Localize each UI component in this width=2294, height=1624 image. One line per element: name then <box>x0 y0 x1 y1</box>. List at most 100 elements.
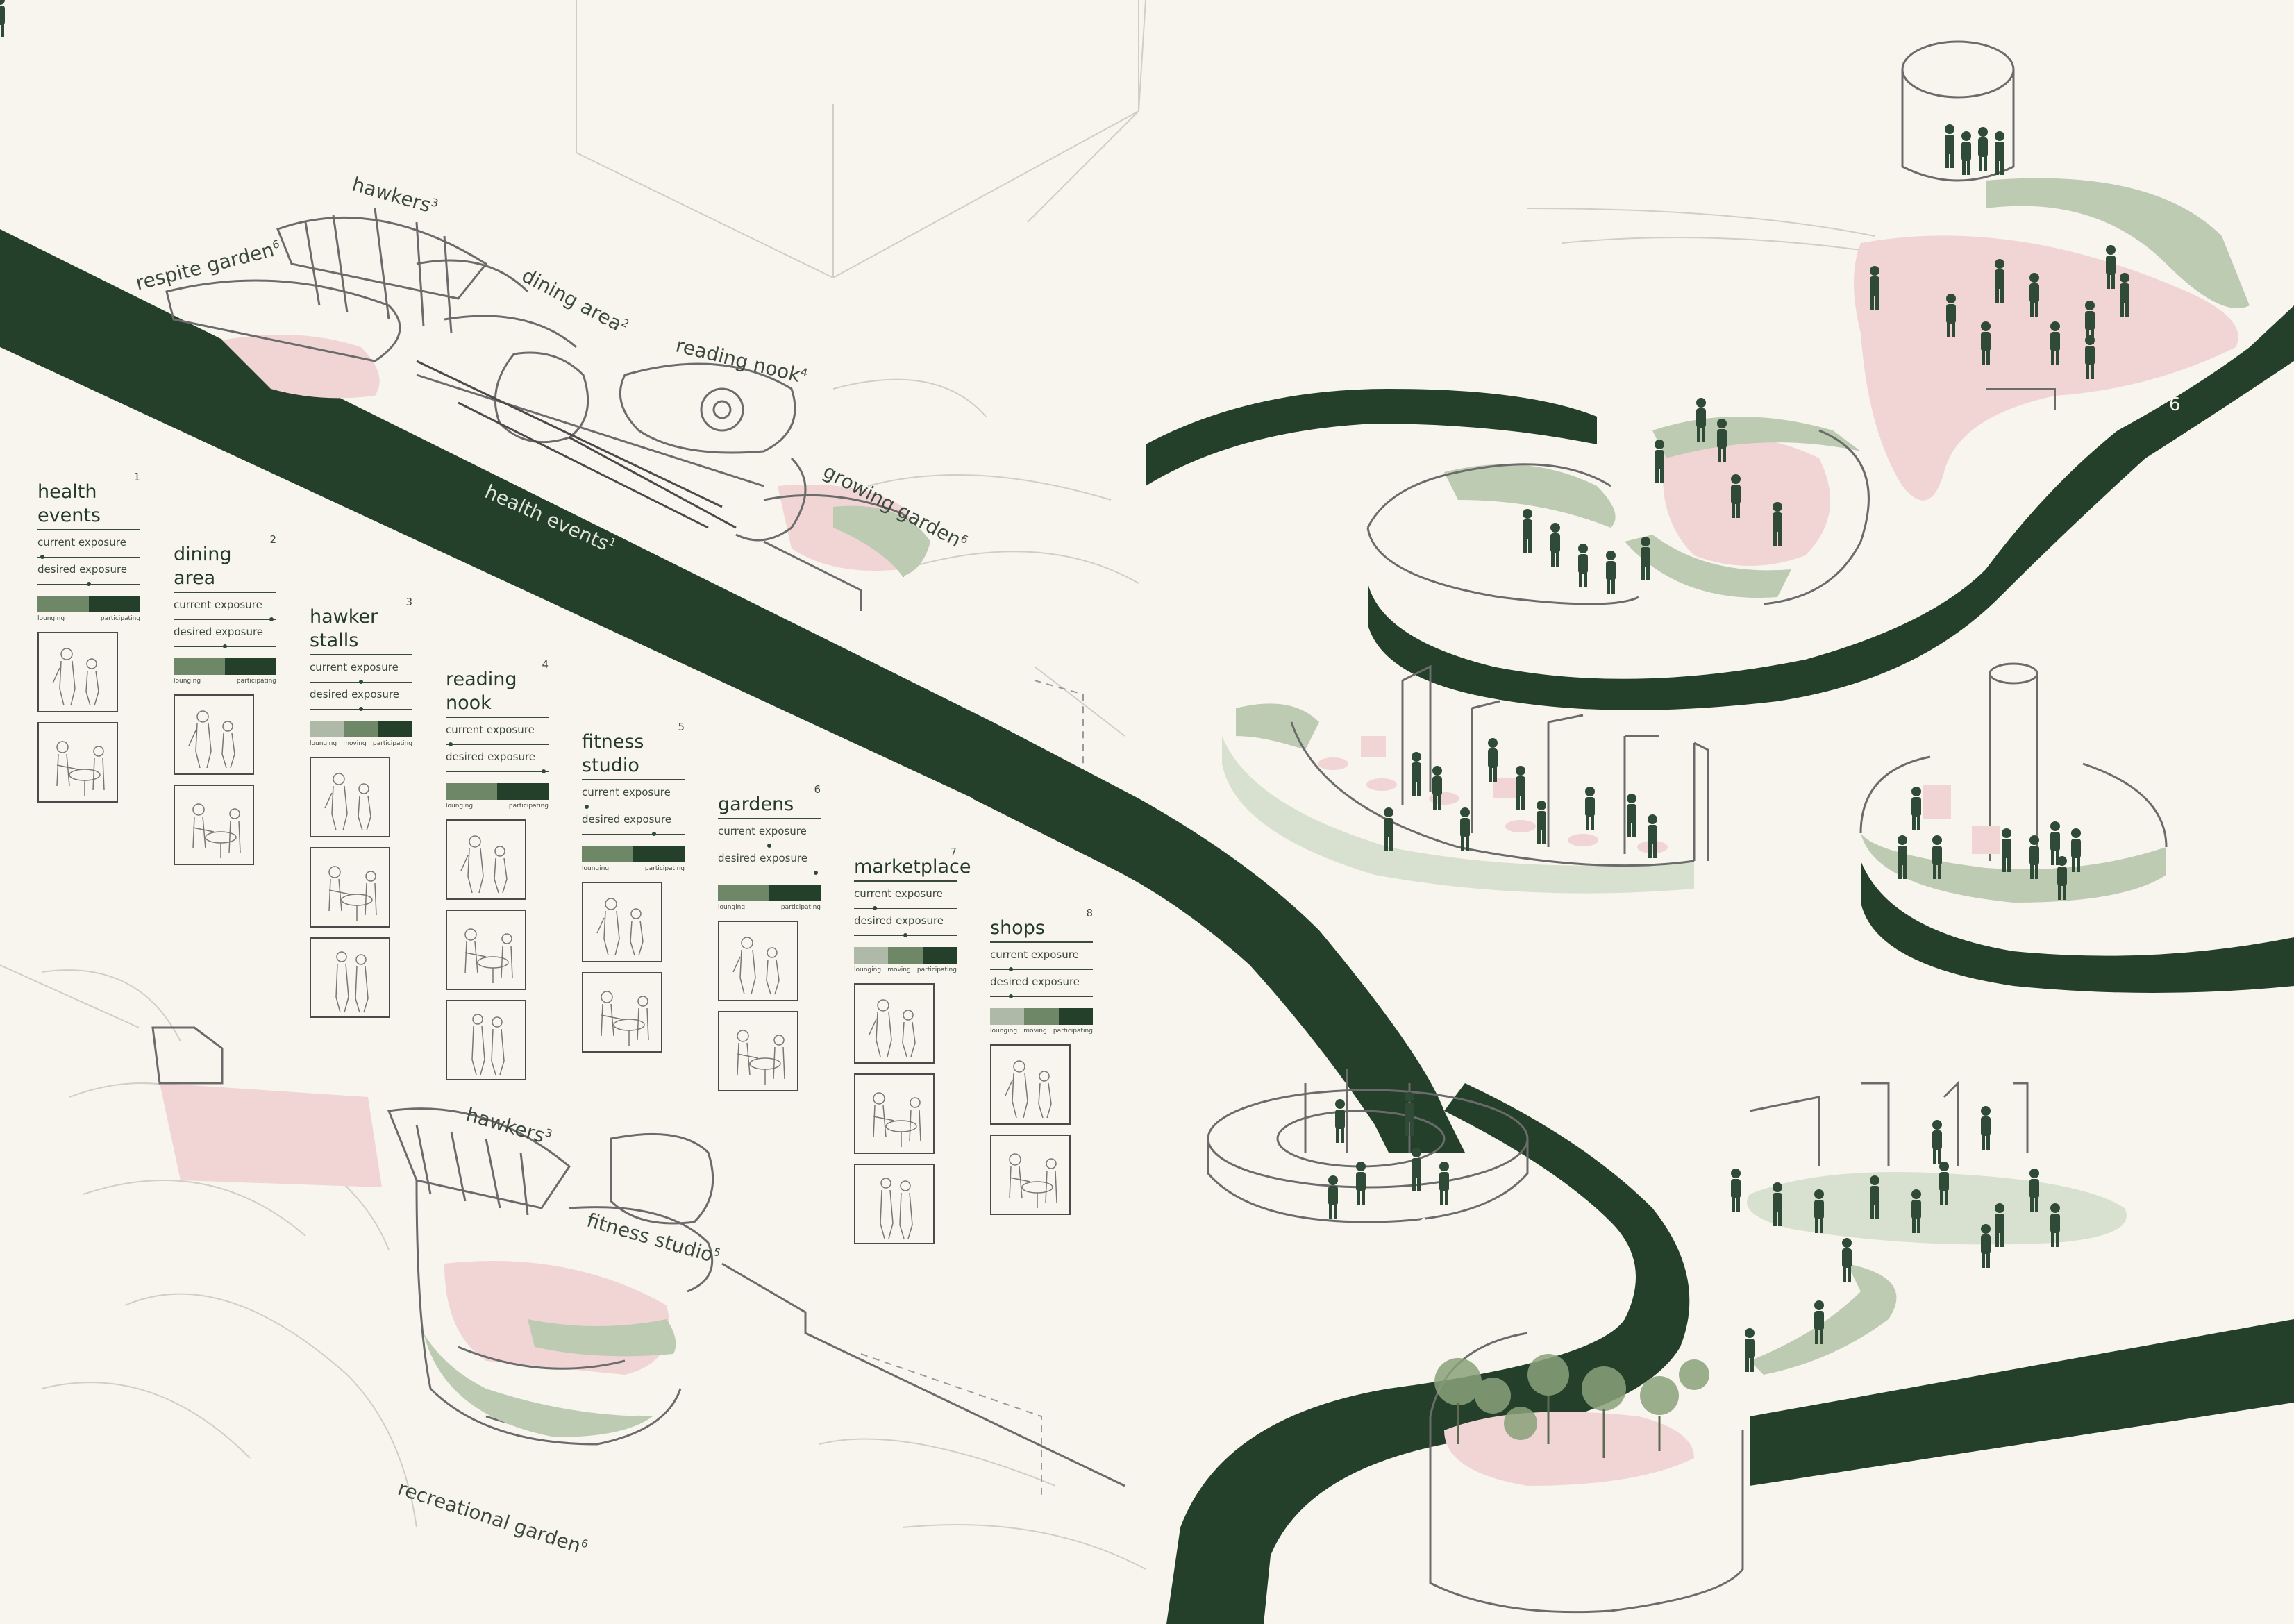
vignette-sketch <box>174 694 254 775</box>
vignette-sketch <box>854 1164 935 1244</box>
exposure-card-health-events: 1 health events current exposure desired… <box>37 471 140 803</box>
exposure-card-gardens: 6 gardens current exposure desired expos… <box>718 783 821 1091</box>
activity-legend-labels: lounging participating <box>718 904 821 911</box>
legend-label: moving <box>343 740 367 747</box>
desired-exposure-label: desired exposure <box>310 688 400 701</box>
desired-exposure-slider <box>718 866 821 875</box>
legend-label: lounging <box>310 740 337 747</box>
current-exposure-label: current exposure <box>446 723 535 736</box>
card-title: dining area <box>174 543 276 593</box>
activity-legend-bar <box>854 947 957 964</box>
activity-legend-labels: lounging moving participating <box>310 740 412 747</box>
vignette-sketch <box>582 882 662 962</box>
legend-label: lounging <box>37 615 65 622</box>
legend-label: lounging <box>174 678 201 685</box>
vignette-sketch <box>854 1073 935 1154</box>
card-number: 7 <box>950 846 957 858</box>
activity-legend-labels: lounging participating <box>174 678 276 685</box>
card-number: 4 <box>542 658 549 671</box>
current-exposure-label: current exposure <box>854 887 943 900</box>
exposure-card-fitness-studio: 5 fitness studio current exposure desire… <box>582 721 685 1053</box>
current-exposure-label: current exposure <box>174 598 262 611</box>
activity-legend-bar <box>990 1008 1093 1025</box>
card-number: 3 <box>405 596 412 608</box>
desired-exposure-slider <box>990 989 1093 998</box>
desired-exposure-label: desired exposure <box>718 852 808 864</box>
desired-exposure-label: desired exposure <box>174 626 264 638</box>
vignette-sketch <box>446 1000 526 1080</box>
zone-number: 5 <box>2032 446 2043 467</box>
desired-exposure-slider <box>37 577 140 586</box>
vignette-sketch <box>310 757 390 837</box>
current-exposure-label: current exposure <box>310 661 399 673</box>
vignette-sketch <box>854 983 935 1064</box>
activity-legend-labels: lounging participating <box>446 803 549 810</box>
vignette-sketch <box>310 937 390 1018</box>
exposure-card-dining-area: 2 dining area current exposure desired e… <box>174 533 276 865</box>
current-exposure-slider <box>310 675 412 684</box>
zone-number: 2 <box>1229 804 1241 825</box>
legend-label: lounging <box>446 803 474 810</box>
legend-label: participating <box>644 865 685 872</box>
current-exposure-slider <box>718 839 821 848</box>
vignette-sketch <box>174 785 254 865</box>
desired-exposure-label: desired exposure <box>854 914 944 927</box>
activity-legend-bar <box>310 721 412 737</box>
legend-label: participating <box>100 615 140 622</box>
current-exposure-slider <box>174 612 276 621</box>
people-figures <box>0 0 5 37</box>
desired-exposure-slider <box>310 702 412 711</box>
exposure-card-hawker-stalls: 3 hawker stalls current exposure desired… <box>310 596 412 1018</box>
vignette-sketch <box>446 819 526 900</box>
lower-building <box>151 1026 1125 1487</box>
card-title: health events <box>37 480 140 530</box>
vignette-sketch <box>990 1044 1071 1125</box>
legend-label: lounging <box>718 904 746 911</box>
desired-exposure-label: desired exposure <box>582 813 672 826</box>
zone-8-shops <box>1859 662 2168 903</box>
vignette-sketch <box>37 722 118 803</box>
vignette-sketch <box>37 632 118 712</box>
activity-legend-labels: lounging participating <box>37 615 140 622</box>
current-exposure-slider <box>854 901 957 910</box>
card-number: 2 <box>269 533 276 546</box>
legend-label: participating <box>916 966 957 973</box>
card-number: 1 <box>133 471 140 483</box>
card-title: hawker stalls <box>310 605 412 655</box>
zone-number: 8 <box>2125 930 2136 951</box>
exposure-card-marketplace: 7 marketplace current exposure desired e… <box>854 846 971 1244</box>
desired-exposure-slider <box>446 764 549 773</box>
exposure-card-reading-nook: 4 reading nook current exposure desired … <box>446 658 549 1080</box>
zone-number: 3 <box>1473 643 1485 664</box>
desired-exposure-label: desired exposure <box>446 751 536 763</box>
zone-2-hawkers <box>1222 664 1709 894</box>
zone-number: 7 <box>1608 1118 1620 1139</box>
current-exposure-slider <box>37 550 140 559</box>
current-exposure-label: current exposure <box>37 536 126 549</box>
current-exposure-label: current exposure <box>718 825 807 837</box>
vignette-sketch <box>718 1011 798 1091</box>
legend-label: participating <box>1053 1028 1093 1035</box>
legend-label: moving <box>887 966 911 973</box>
current-exposure-slider <box>990 962 1093 971</box>
legend-label: participating <box>508 803 549 810</box>
legend-label: participating <box>372 740 412 747</box>
desired-exposure-label: desired exposure <box>37 563 128 576</box>
desired-exposure-label: desired exposure <box>990 976 1080 988</box>
upper-right-band <box>1146 389 1597 486</box>
current-exposure-slider <box>582 800 685 809</box>
legend-label: participating <box>780 904 821 911</box>
legend-label: participating <box>236 678 276 685</box>
activity-legend-bar <box>718 885 821 901</box>
current-exposure-slider <box>446 737 549 746</box>
current-exposure-label: current exposure <box>582 786 671 798</box>
legend-label: moving <box>1023 1028 1047 1035</box>
zone-2-3-dining <box>1366 417 1870 605</box>
activity-legend-bar <box>174 658 276 675</box>
flowing-band <box>1166 1083 1690 1624</box>
exposure-card-shops: 8 shops current exposure desired exposur… <box>990 907 1093 1215</box>
card-title: fitness studio <box>582 730 685 780</box>
card-title: shops <box>990 916 1093 943</box>
